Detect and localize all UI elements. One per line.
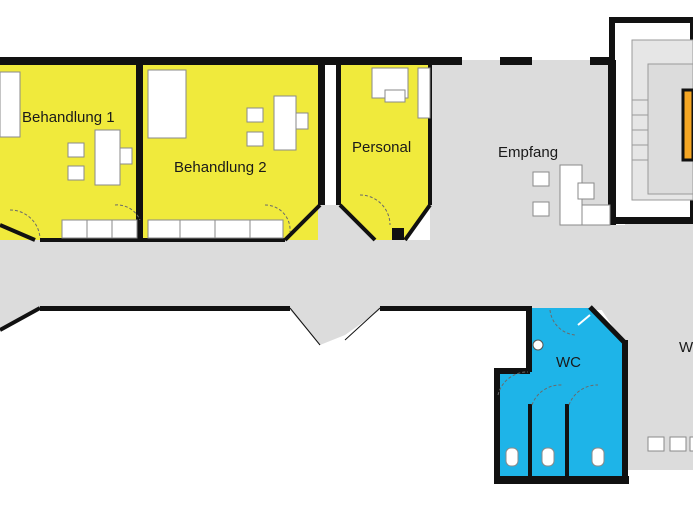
label-empfang: Empfang bbox=[498, 144, 558, 161]
label-behandlung-1: Behandlung 1 bbox=[22, 109, 115, 126]
furniture-behandlung-1 bbox=[0, 71, 138, 239]
walls bbox=[0, 57, 693, 484]
stairwell bbox=[609, 17, 693, 223]
furniture-empfang bbox=[532, 164, 611, 226]
label-behandlung-2: Behandlung 2 bbox=[174, 159, 267, 176]
furniture-behandlung-2 bbox=[147, 69, 309, 239]
label-personal: Personal bbox=[352, 139, 411, 156]
room-personal-area bbox=[340, 65, 430, 240]
wc-fixtures bbox=[505, 314, 605, 467]
label-wc: WC bbox=[556, 354, 581, 371]
corridor-area bbox=[0, 60, 693, 470]
label-warte-partial: W bbox=[679, 339, 693, 356]
doors bbox=[9, 194, 599, 406]
furniture-personal bbox=[371, 67, 431, 119]
furniture-warte bbox=[647, 436, 693, 452]
